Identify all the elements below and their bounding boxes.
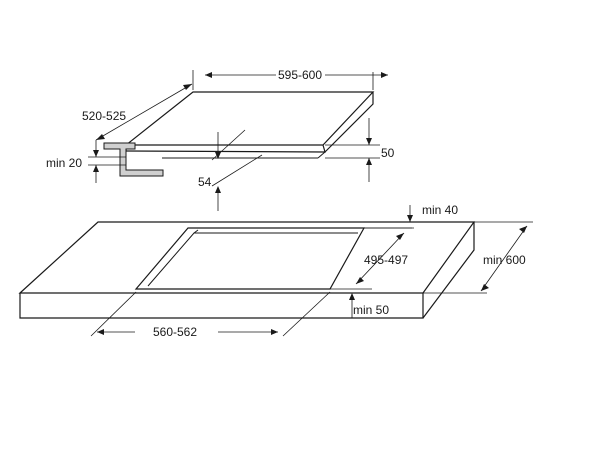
- mounting-bracket: [103, 142, 164, 177]
- clearance-dimension: 54: [198, 129, 263, 211]
- hob-depth-dimension: 520-525: [82, 83, 193, 141]
- bracket-label: min 20: [46, 156, 82, 170]
- bracket-dimension: min 20: [46, 140, 126, 183]
- hob-width-label: 595-600: [278, 68, 322, 82]
- worktop-depth-label: min 600: [483, 253, 526, 267]
- cutout-width-dimension: 560-562: [90, 291, 331, 339]
- front-margin-dimension: min 50: [330, 292, 389, 318]
- worktop-depth-dimension: min 600: [423, 221, 533, 294]
- worktop-cutout: [134, 227, 366, 290]
- back-margin-dimension: min 40: [364, 203, 458, 229]
- clearance-label: 54: [198, 175, 212, 189]
- hob-depth-label: 520-525: [82, 109, 126, 123]
- back-margin-label: min 40: [422, 203, 458, 217]
- hob-body: [124, 91, 375, 159]
- cutout-depth-dimension: 495-497: [330, 227, 412, 290]
- cutout-depth-label: 495-497: [364, 253, 408, 267]
- cutout-width-label: 560-562: [153, 325, 197, 339]
- hob-height-label: 50: [381, 146, 395, 160]
- hob-width-dimension: 595-600: [192, 68, 388, 90]
- hob-height-dimension: 50: [325, 118, 395, 182]
- front-margin-label: min 50: [353, 303, 389, 317]
- worktop: [18, 221, 476, 319]
